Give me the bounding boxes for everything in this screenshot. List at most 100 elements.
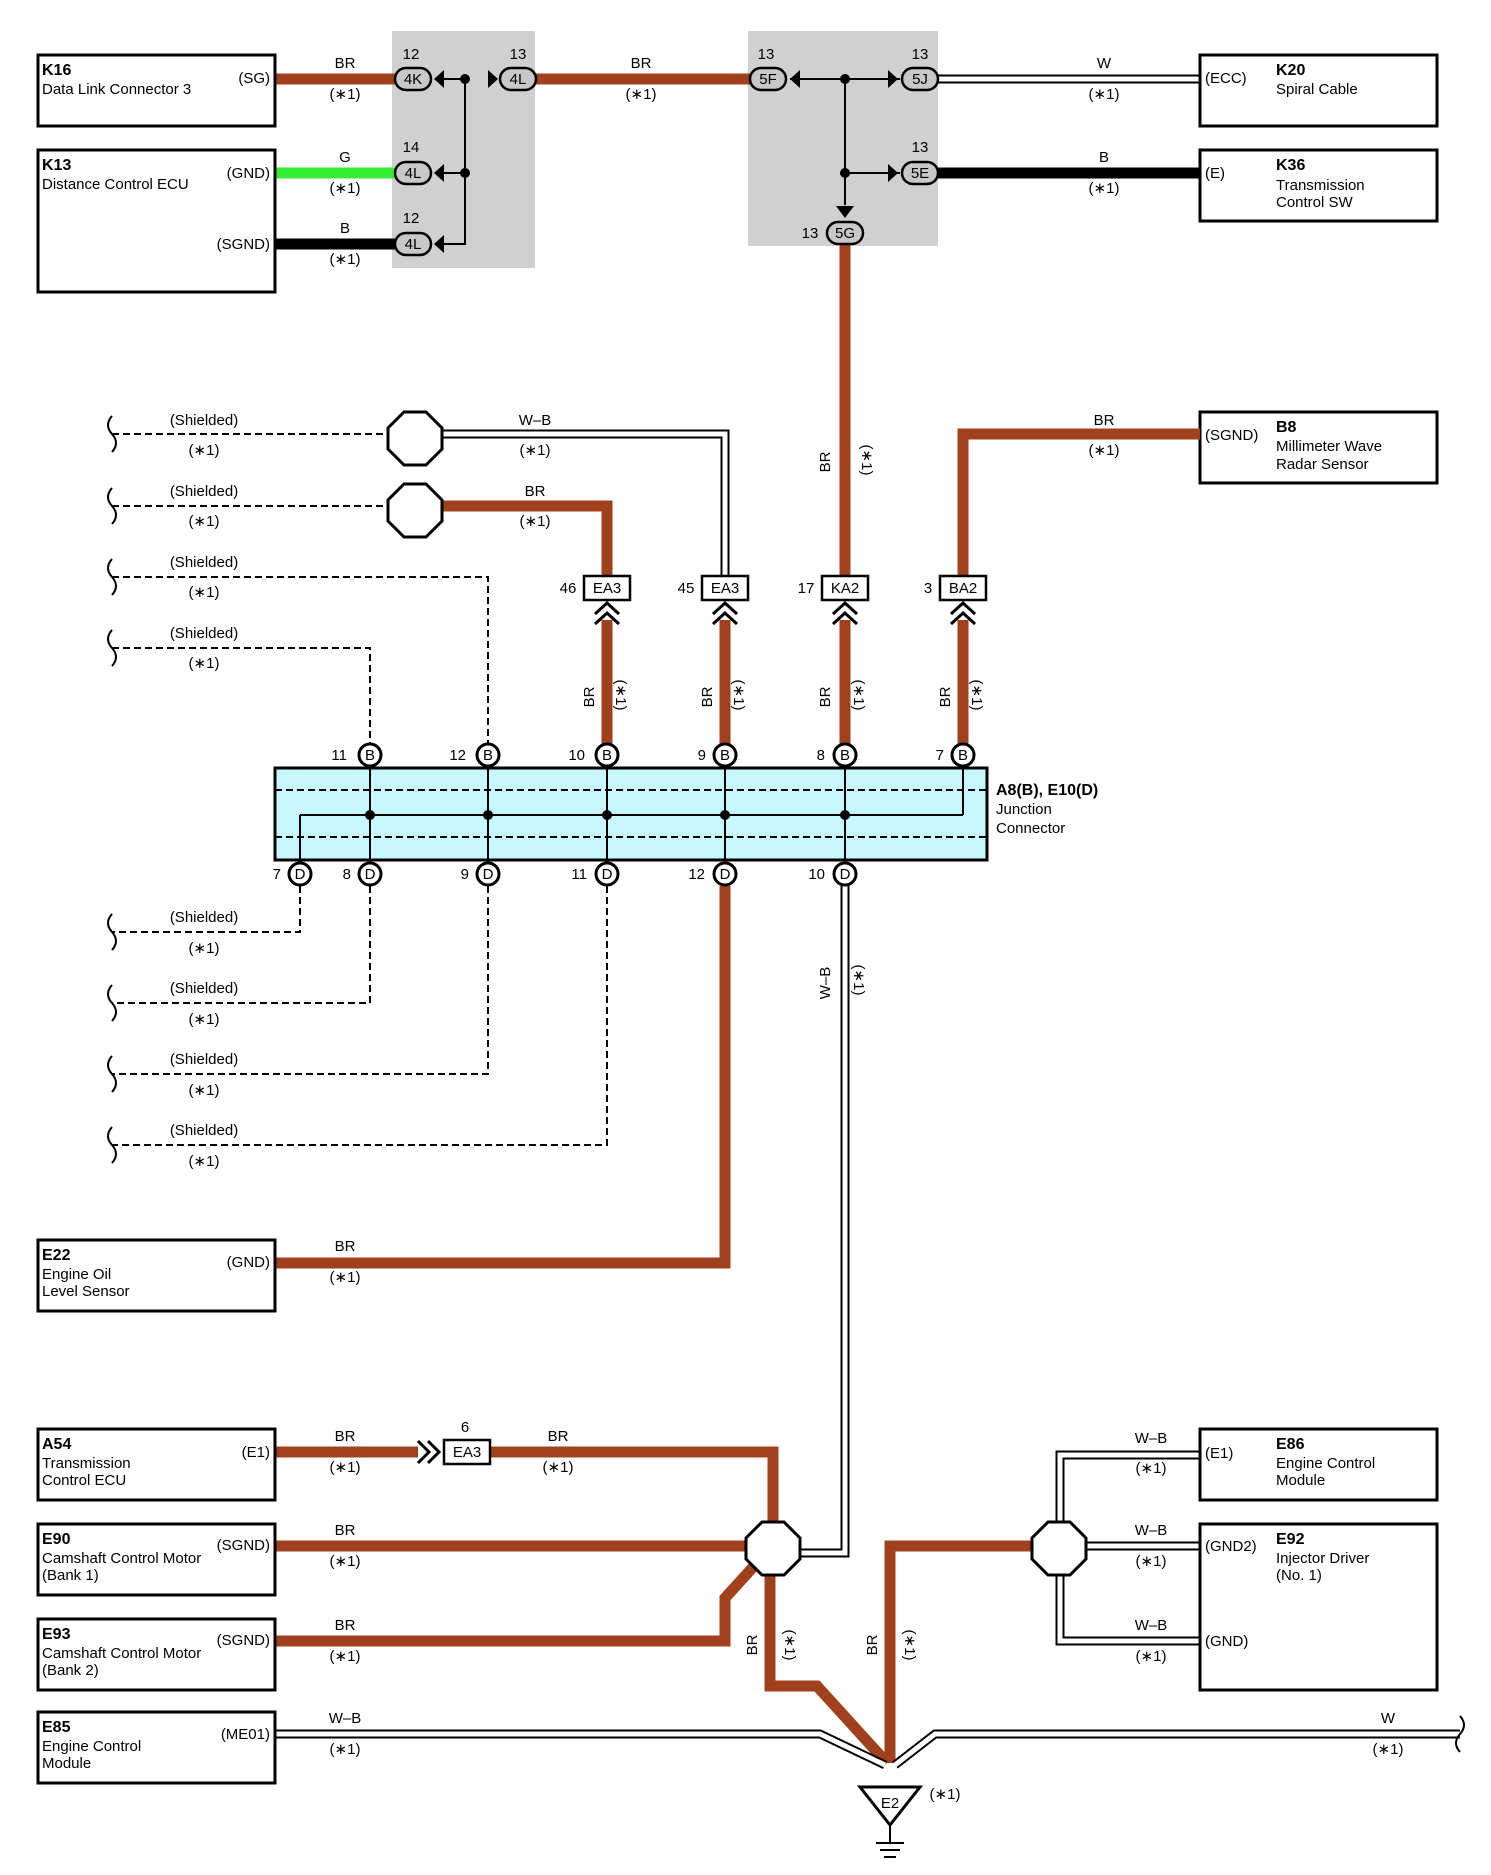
svg-text:A8(B), E10(D): A8(B), E10(D) [996, 782, 1098, 799]
svg-text:(∗1): (∗1) [189, 513, 220, 530]
wire-internal-4l [435, 78, 466, 245]
svg-text:(Shielded): (Shielded) [170, 980, 238, 997]
splice-dot [840, 168, 850, 178]
svg-text:BR: BR [631, 55, 652, 72]
svg-text:E86: E86 [1276, 1436, 1305, 1453]
svg-text:Connector: Connector [996, 820, 1065, 837]
junction-pin-b7: B7 [936, 742, 976, 768]
svg-text:(∗1): (∗1) [1136, 1460, 1167, 1477]
svg-text:BR: BR [335, 1617, 356, 1634]
wire-ground-w-inner [893, 1731, 1460, 1767]
svg-text:12: 12 [403, 46, 420, 63]
splice-dot [840, 74, 850, 84]
svg-text:(∗1): (∗1) [189, 442, 220, 459]
svg-text:(SGND): (SGND) [1205, 427, 1258, 444]
wire-splice-ground [764, 1565, 892, 1767]
svg-text:(Shielded): (Shielded) [170, 625, 238, 642]
svg-text:Junction: Junction [996, 801, 1052, 818]
svg-text:W–B: W–B [329, 1710, 362, 1727]
svg-text:B: B [365, 747, 375, 764]
svg-text:7: 7 [273, 866, 281, 883]
svg-text:(∗1): (∗1) [189, 1153, 220, 1170]
connector-ea3-6: EA3 6 [416, 1419, 492, 1466]
wire-e85-ground [275, 1729, 887, 1770]
connector-ka2: KA2 17 [798, 574, 870, 626]
svg-text:W: W [1381, 1710, 1396, 1727]
connector-5j: 5J 13 [888, 46, 940, 92]
shield-ground-octagon [386, 482, 444, 539]
svg-text:(∗1): (∗1) [543, 1459, 574, 1476]
connector-ea3-46: EA3 46 [560, 574, 632, 626]
svg-text:B: B [602, 747, 612, 764]
svg-text:(E1): (E1) [242, 1444, 270, 1461]
svg-text:Module: Module [1276, 1472, 1325, 1489]
component-a54: A54 Transmission Control ECU (E1) [36, 1427, 277, 1502]
svg-text:BR: BR [1094, 412, 1115, 429]
junction-pin-b8: B8 [817, 742, 858, 768]
svg-text:Spiral Cable: Spiral Cable [1276, 81, 1358, 98]
svg-text:(∗1): (∗1) [901, 1630, 918, 1661]
junction-pin-b12: B12 [449, 742, 501, 768]
svg-text:4L: 4L [405, 236, 422, 253]
svg-text:9: 9 [461, 866, 469, 883]
svg-text:14: 14 [403, 139, 420, 156]
junction-pin-d8: D8 [343, 861, 383, 887]
svg-text:(∗1): (∗1) [330, 1269, 361, 1286]
svg-text:D: D [483, 866, 494, 883]
svg-text:(∗1): (∗1) [330, 251, 361, 268]
junction-pin-b11: B11 [331, 742, 383, 768]
svg-text:(Shielded): (Shielded) [170, 909, 238, 926]
svg-text:(GND): (GND) [227, 1254, 270, 1271]
connector-4l-top: 4L 13 [488, 46, 538, 92]
svg-text:K13: K13 [42, 157, 71, 174]
svg-text:B: B [840, 747, 850, 764]
svg-text:(Shielded): (Shielded) [170, 1122, 238, 1139]
svg-text:(Bank 2): (Bank 2) [42, 1662, 99, 1679]
junction-pin-d9: D9 [461, 861, 501, 887]
svg-text:(∗1): (∗1) [781, 1630, 798, 1661]
svg-text:7: 7 [936, 747, 944, 764]
svg-text:Distance Control ECU: Distance Control ECU [42, 176, 189, 193]
wire-ea3-splice [490, 1446, 779, 1543]
svg-text:E85: E85 [42, 1719, 71, 1736]
svg-text:6: 6 [461, 1419, 469, 1436]
svg-text:4K: 4K [404, 71, 422, 88]
svg-text:(SG): (SG) [238, 70, 270, 87]
svg-text:B: B [958, 747, 968, 764]
svg-text:13: 13 [802, 225, 819, 242]
wire-e85-ground-inner [275, 1731, 887, 1768]
junction-pin-d7: D7 [273, 861, 313, 887]
svg-text:E92: E92 [1276, 1531, 1305, 1548]
svg-text:11: 11 [571, 866, 587, 883]
svg-text:5G: 5G [835, 225, 855, 242]
svg-text:D: D [720, 866, 731, 883]
svg-text:K36: K36 [1276, 157, 1305, 174]
svg-text:17: 17 [798, 580, 815, 597]
svg-text:BR: BR [548, 1428, 569, 1445]
wire-e92-splice-gnd-inner [1057, 1546, 1200, 1644]
svg-text:G: G [339, 149, 351, 166]
shielded-lines-lower [107, 886, 608, 1164]
svg-text:(∗1): (∗1) [1136, 1648, 1167, 1665]
svg-text:K16: K16 [42, 62, 71, 79]
svg-text:4L: 4L [510, 71, 527, 88]
svg-text:BR: BR [817, 451, 834, 472]
svg-text:(∗1): (∗1) [1089, 86, 1120, 103]
junction-pin-b9: B9 [698, 742, 738, 768]
svg-text:13: 13 [912, 46, 929, 63]
svg-text:(∗1): (∗1) [189, 1082, 220, 1099]
wire-e92-ground [884, 1540, 1035, 1763]
wire-br-oct-ea3 [440, 500, 613, 576]
svg-text:(GND): (GND) [1205, 1633, 1248, 1650]
svg-text:13: 13 [758, 46, 775, 63]
connector-5e: 5E 13 [888, 139, 940, 186]
svg-text:3: 3 [924, 580, 932, 597]
svg-text:BR: BR [525, 483, 546, 500]
junction-pin-d11: D11 [571, 861, 620, 887]
svg-text:(∗1): (∗1) [930, 1786, 961, 1803]
svg-text:(E): (E) [1205, 165, 1225, 182]
svg-text:Transmission: Transmission [42, 1455, 131, 1472]
component-e86: (E1) E86 Engine Control Module [1198, 1427, 1439, 1502]
svg-text:(∗1): (∗1) [968, 680, 985, 711]
